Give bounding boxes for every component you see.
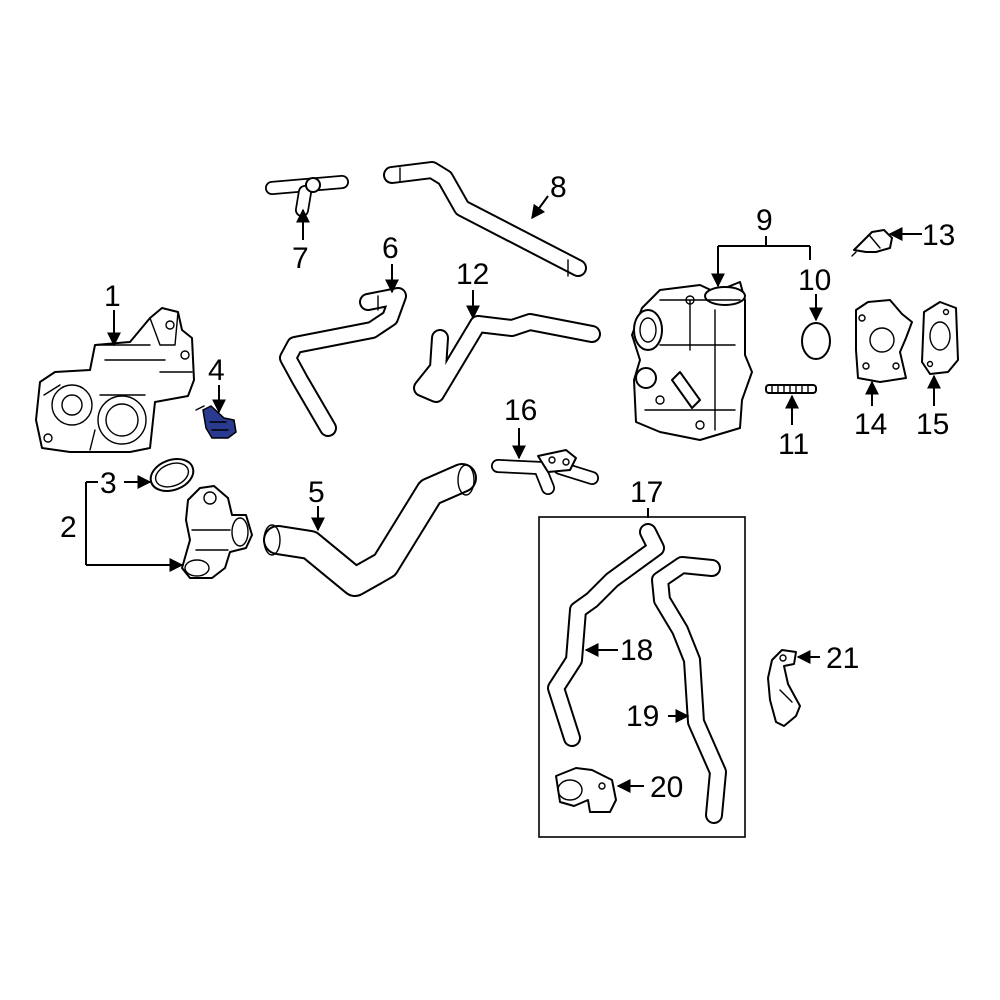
callout-13: 13 (922, 219, 955, 252)
part-5-radiator-hose[interactable] (263, 463, 477, 597)
callout-4: 4 (208, 354, 225, 387)
callout-21: 21 (826, 642, 859, 675)
callout-8: 8 (550, 171, 567, 204)
callout-labels: 1 2 3 4 5 6 7 8 9 10 11 12 13 14 15 16 1… (60, 171, 955, 804)
callout-16: 16 (504, 394, 537, 427)
part-3-o-ring[interactable] (146, 453, 198, 496)
callout-6: 6 (382, 232, 399, 265)
part-16-pipe-fitting[interactable] (491, 449, 599, 495)
callout-3: 3 (100, 467, 117, 500)
callout-1: 1 (104, 280, 121, 313)
part-4-temperature-sensor[interactable] (195, 405, 237, 439)
callout-17: 17 (630, 476, 663, 509)
part-9-coolant-outlet-housing[interactable] (631, 281, 753, 441)
part-6-coolant-hose[interactable] (279, 287, 407, 437)
part-8-coolant-hose[interactable] (383, 161, 587, 277)
part-7-tee-connector[interactable] (265, 175, 349, 217)
callout-5: 5 (308, 476, 325, 509)
part-14-housing-plate[interactable] (855, 299, 913, 383)
callout-12: 12 (456, 258, 489, 291)
callout-2: 2 (60, 511, 77, 544)
part-13-sensor[interactable] (851, 229, 893, 257)
callout-10: 10 (798, 264, 831, 297)
part-18-heater-hose[interactable] (547, 523, 665, 747)
part-11-stud[interactable] (765, 384, 817, 394)
callout-20: 20 (650, 771, 683, 804)
part-12-coolant-hose[interactable] (413, 313, 601, 403)
part-10-o-ring[interactable] (801, 322, 831, 360)
part-21-bracket[interactable] (767, 649, 801, 727)
part-17-hose-kit-box (538, 516, 746, 838)
part-20-hose-clamp[interactable] (555, 767, 617, 813)
leader-lines (85, 195, 941, 793)
callout-19: 19 (626, 700, 659, 733)
callout-11: 11 (778, 428, 809, 461)
callout-15: 15 (916, 408, 949, 441)
part-19-heater-hose[interactable] (651, 556, 727, 824)
part-15-gasket[interactable] (921, 301, 959, 375)
callout-18: 18 (620, 634, 653, 667)
callout-14: 14 (854, 408, 887, 441)
callout-7: 7 (292, 242, 309, 275)
part-2-thermostat-housing[interactable] (181, 485, 253, 579)
part-1-water-pump-housing[interactable] (35, 307, 195, 453)
callout-9: 9 (756, 204, 773, 237)
